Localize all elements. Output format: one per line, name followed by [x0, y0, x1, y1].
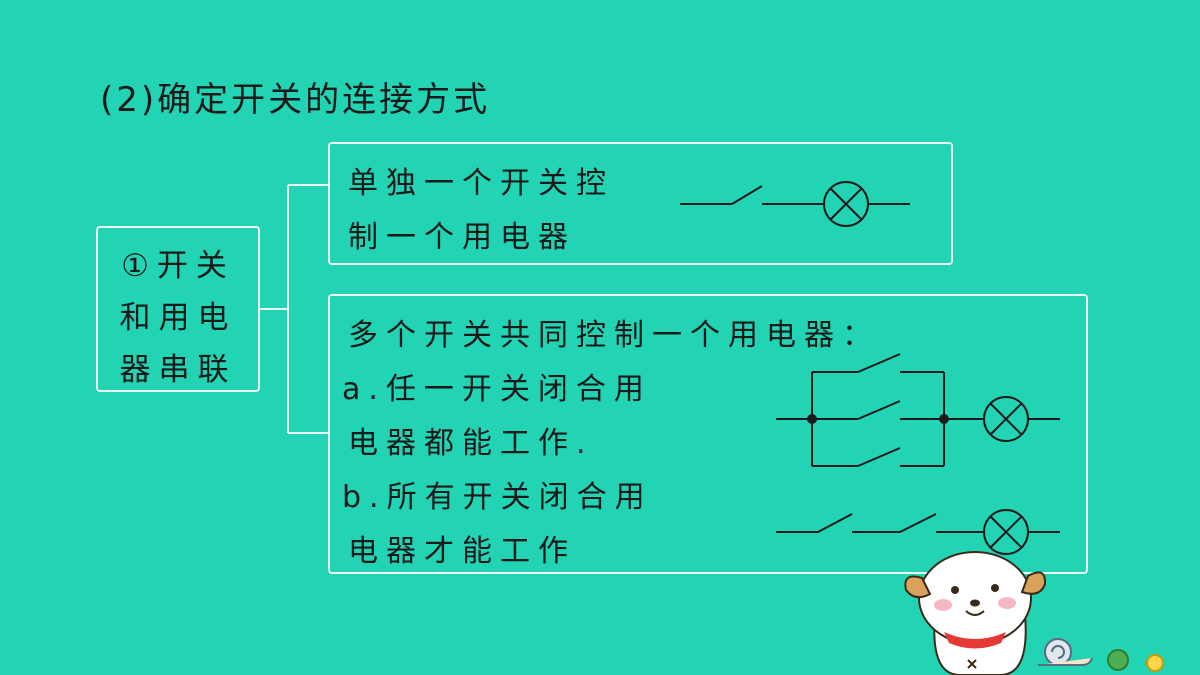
switch-symbol — [857, 400, 901, 420]
case2-a-line-1: a.任一开关闭合用 — [342, 372, 652, 407]
series-connection-box: ①开关 和用电 器串联 — [96, 226, 260, 392]
switch-symbol — [899, 513, 937, 533]
multi-switch-box: 多个开关共同控制一个用电器： a.任一开关闭合用 电器都能工作. b.所有开关闭… — [328, 294, 1088, 574]
snail-icon — [1038, 638, 1164, 672]
case2-heading: 多个开关共同控制一个用电器： — [348, 318, 880, 353]
switch-symbol — [857, 353, 901, 373]
case1-line-1: 单独一个开关控 — [348, 166, 614, 201]
case2-b-line-2: 电器才能工作 — [348, 534, 576, 569]
case1-line-2: 制一个用电器 — [348, 220, 576, 255]
switch-symbol — [817, 513, 853, 533]
circuit-single-switch — [680, 181, 910, 227]
circuit-parallel-switches — [776, 353, 1060, 467]
puppy-mascot — [904, 551, 1047, 675]
switch-symbol — [731, 185, 763, 205]
left-box-line-2: 和用电 — [119, 300, 237, 336]
single-switch-box: 单独一个开关控 制一个用电器 — [328, 142, 953, 265]
left-box-line-1: ①开关 — [121, 248, 235, 284]
left-box-line-3: 器串联 — [119, 352, 237, 388]
page-title: (2)确定开关的连接方式 — [100, 80, 491, 120]
case2-a-line-2: 电器都能工作. — [348, 426, 594, 461]
switch-symbol — [857, 447, 901, 467]
junction-dot — [939, 414, 949, 424]
junction-dot — [807, 414, 817, 424]
circuit-series-switches — [776, 509, 1060, 555]
case2-b-line-1: b.所有开关闭合用 — [342, 480, 653, 515]
